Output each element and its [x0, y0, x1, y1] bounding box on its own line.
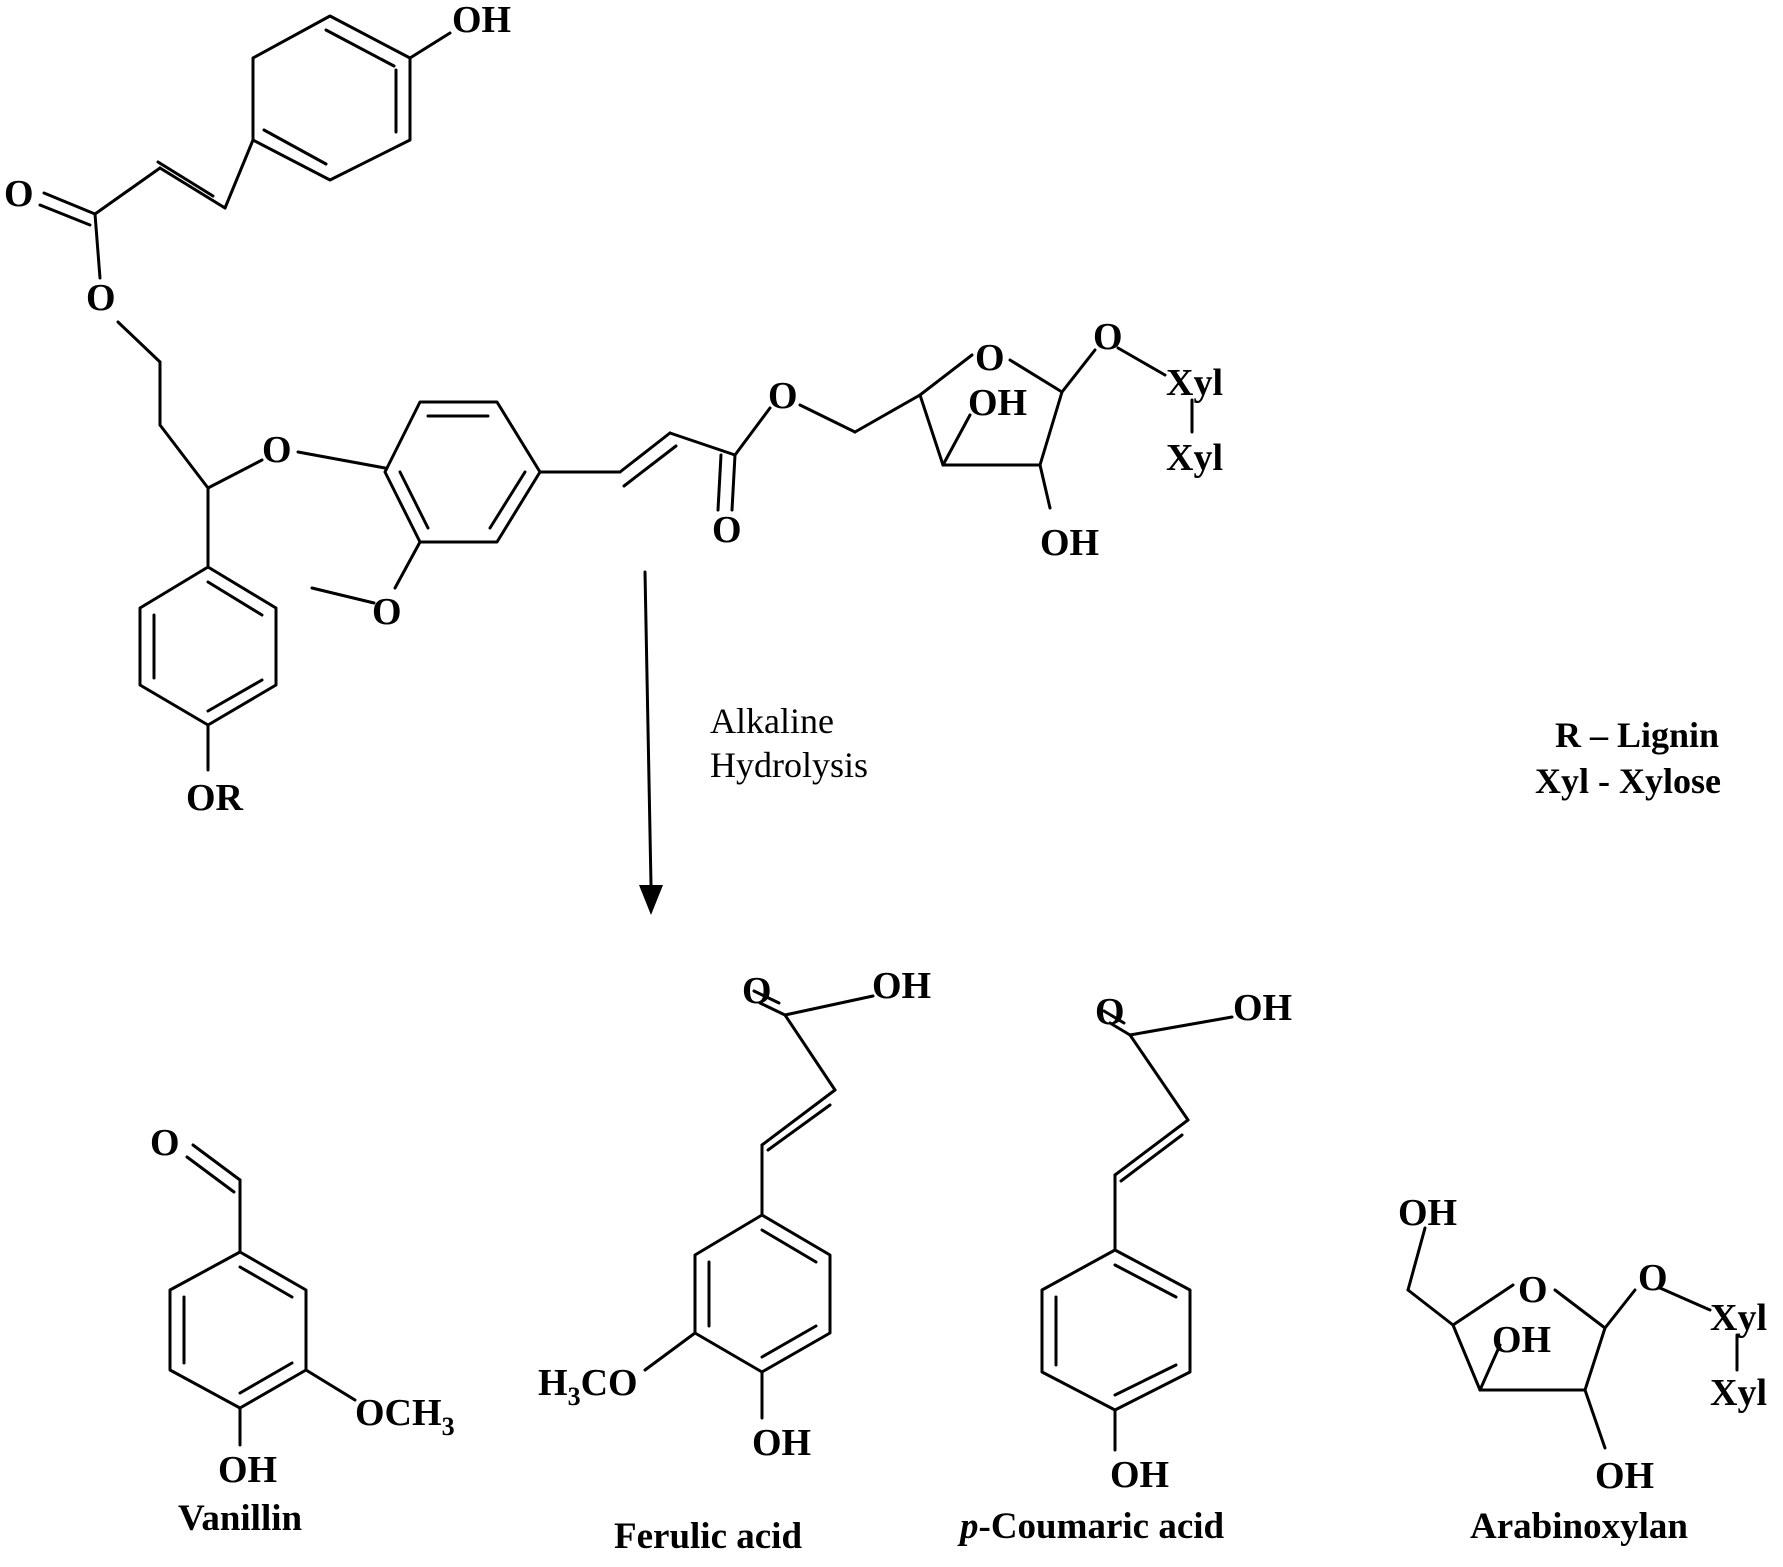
xyl-label-2: Xyl [1166, 437, 1223, 479]
feruloyl-ring [383, 400, 542, 544]
ferulic-carbonyl-o-label: O [742, 970, 772, 1012]
arabinoxylan-caption: Arabinoxylan [1470, 1506, 1688, 1547]
arabinoxylan-c2-oh-label: OH [1492, 1319, 1551, 1361]
ring-oxygen-label: O [975, 337, 1005, 379]
arabinoxylan-xyl-label-1: Xyl [1710, 1297, 1767, 1339]
lignin-phenyl-ring [138, 486, 278, 772]
feruloyl-carbonyl-o-label: O [712, 509, 742, 551]
coumaroyl-side-chain [38, 138, 255, 490]
ferulic-phenol-oh-label: OH [752, 1422, 811, 1464]
p-coumaric-acid-caption: p-Coumaric acid [957, 1506, 1225, 1547]
ether-oxygen-label: O [262, 429, 292, 471]
arabinofuranose-ring [918, 346, 1194, 510]
arabinoxylan-c3-oh-label: OH [1595, 1455, 1654, 1497]
coumaroyl-oh-label: OH [452, 0, 511, 41]
coumaric-carbonyl-o-label: O [1095, 991, 1125, 1033]
lignin-carbohydrate-complex: OH O O O OR [4, 0, 1223, 819]
legend-r: R – Lignin [1555, 715, 1719, 755]
or-label: OR [186, 777, 244, 819]
legend-xyl: Xyl - Xylose [1535, 761, 1721, 801]
arabinoxylan-glycosidic-o-label: O [1638, 1257, 1668, 1299]
glycosidic-o-label: O [1093, 316, 1123, 358]
vanillin-oh-label: OH [218, 1449, 277, 1491]
p-coumaroyl-ring [251, 14, 452, 182]
coumaroyl-carbonyl-o-label: O [4, 173, 34, 215]
ester-oxygen-label: O [86, 277, 116, 319]
ferulic-methoxy-label: H3CO [538, 1362, 638, 1411]
ferulic-acid-oh-label: OH [872, 965, 931, 1007]
ferulic-acid-caption: Ferulic acid [614, 1516, 802, 1557]
arabinoxylan-ring-o-label: O [1518, 1269, 1548, 1311]
methoxy-methyl-bond [310, 586, 376, 605]
beta-o-4-bond [206, 458, 264, 490]
vanillin-methoxy-label: OCH3 [355, 1392, 455, 1441]
xyl-label-1: Xyl [1166, 362, 1223, 404]
arabinoxylan-c5-oh-label: OH [1398, 1192, 1457, 1234]
p-coumaric-acid-structure [1040, 1009, 1234, 1452]
vanillin-structure [168, 1143, 357, 1447]
arabinose-c3-oh-label: OH [1040, 522, 1099, 564]
reaction-arrow [639, 570, 663, 915]
methoxy-o-label: O [372, 591, 402, 633]
arabinoxylan-xyl-label-2: Xyl [1710, 1372, 1767, 1414]
reagent-line-1: Alkaline [710, 701, 834, 741]
reagent-line-2: Hydrolysis [710, 745, 868, 785]
ferulic-acid-structure [643, 989, 875, 1420]
vanillin-aldehyde-o-label: O [150, 1122, 180, 1164]
coumaric-phenol-oh-label: OH [1110, 1454, 1169, 1496]
feruloyl-side-chain [538, 393, 922, 512]
feruloyl-ester-o-label: O [768, 375, 798, 417]
arabinoxylan-structure [1406, 1226, 1739, 1450]
arabinose-c2-oh-label: OH [968, 382, 1027, 424]
coumaric-acid-oh-label: OH [1233, 987, 1292, 1029]
vanillin-caption: Vanillin [178, 1498, 303, 1539]
